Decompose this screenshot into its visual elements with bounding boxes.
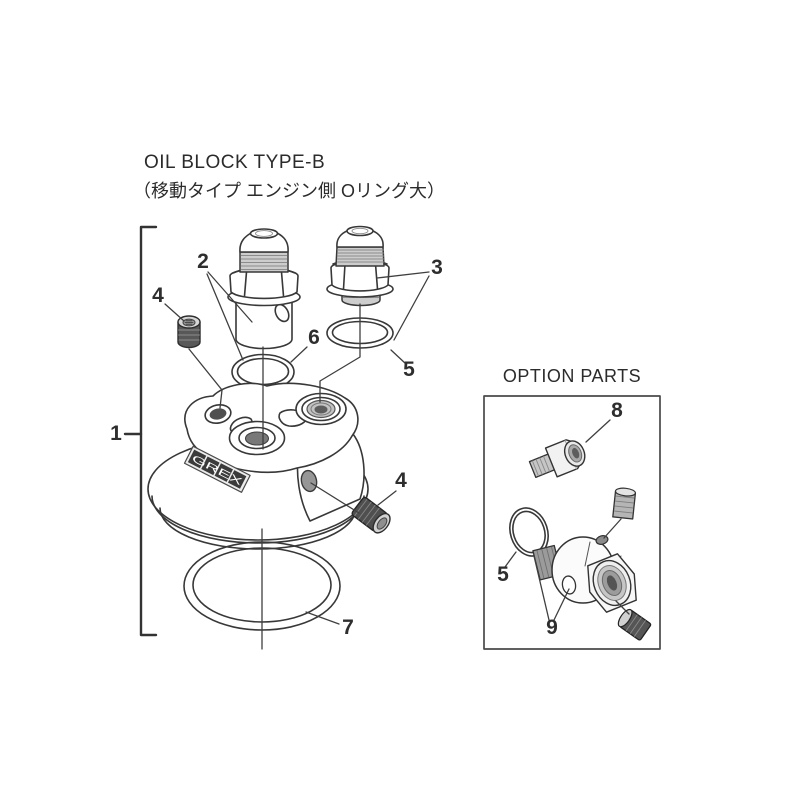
cock-part-9 xyxy=(504,419,652,641)
callout-5-main: 5 xyxy=(403,358,415,381)
callout-2: 2 xyxy=(197,250,209,273)
option-parts-box xyxy=(483,395,661,650)
bolt-part-4-right xyxy=(351,496,391,534)
assembly-bracket-1 xyxy=(123,225,158,637)
callout-7: 7 xyxy=(342,616,354,639)
callout-4-left: 4 xyxy=(152,284,164,307)
adapter-part-8 xyxy=(528,439,586,479)
callout-1: 1 xyxy=(110,422,122,445)
callout-8: 8 xyxy=(611,399,623,422)
option-leader-lines xyxy=(504,419,630,621)
callout-4-right: 4 xyxy=(395,469,407,492)
oil-block-body: GREX xyxy=(147,382,369,550)
callout-6: 6 xyxy=(308,326,320,349)
bolt-part-4-left xyxy=(177,315,201,349)
fitting-part-3 xyxy=(326,225,394,307)
callout-3: 3 xyxy=(431,256,443,279)
page-subtitle: （移動タイプ エンジン側 Oリング大） xyxy=(133,181,446,201)
plug-part-9-top xyxy=(612,487,637,520)
callout-5-option: 5 xyxy=(497,563,509,586)
leader-lines xyxy=(164,271,430,650)
cap-part-9-bottom xyxy=(617,608,652,641)
fitting-part-2 xyxy=(227,228,301,350)
option-parts-title: OPTION PARTS xyxy=(502,366,642,386)
callout-9: 9 xyxy=(546,616,558,639)
page-title: OIL BLOCK TYPE-B xyxy=(144,152,326,173)
